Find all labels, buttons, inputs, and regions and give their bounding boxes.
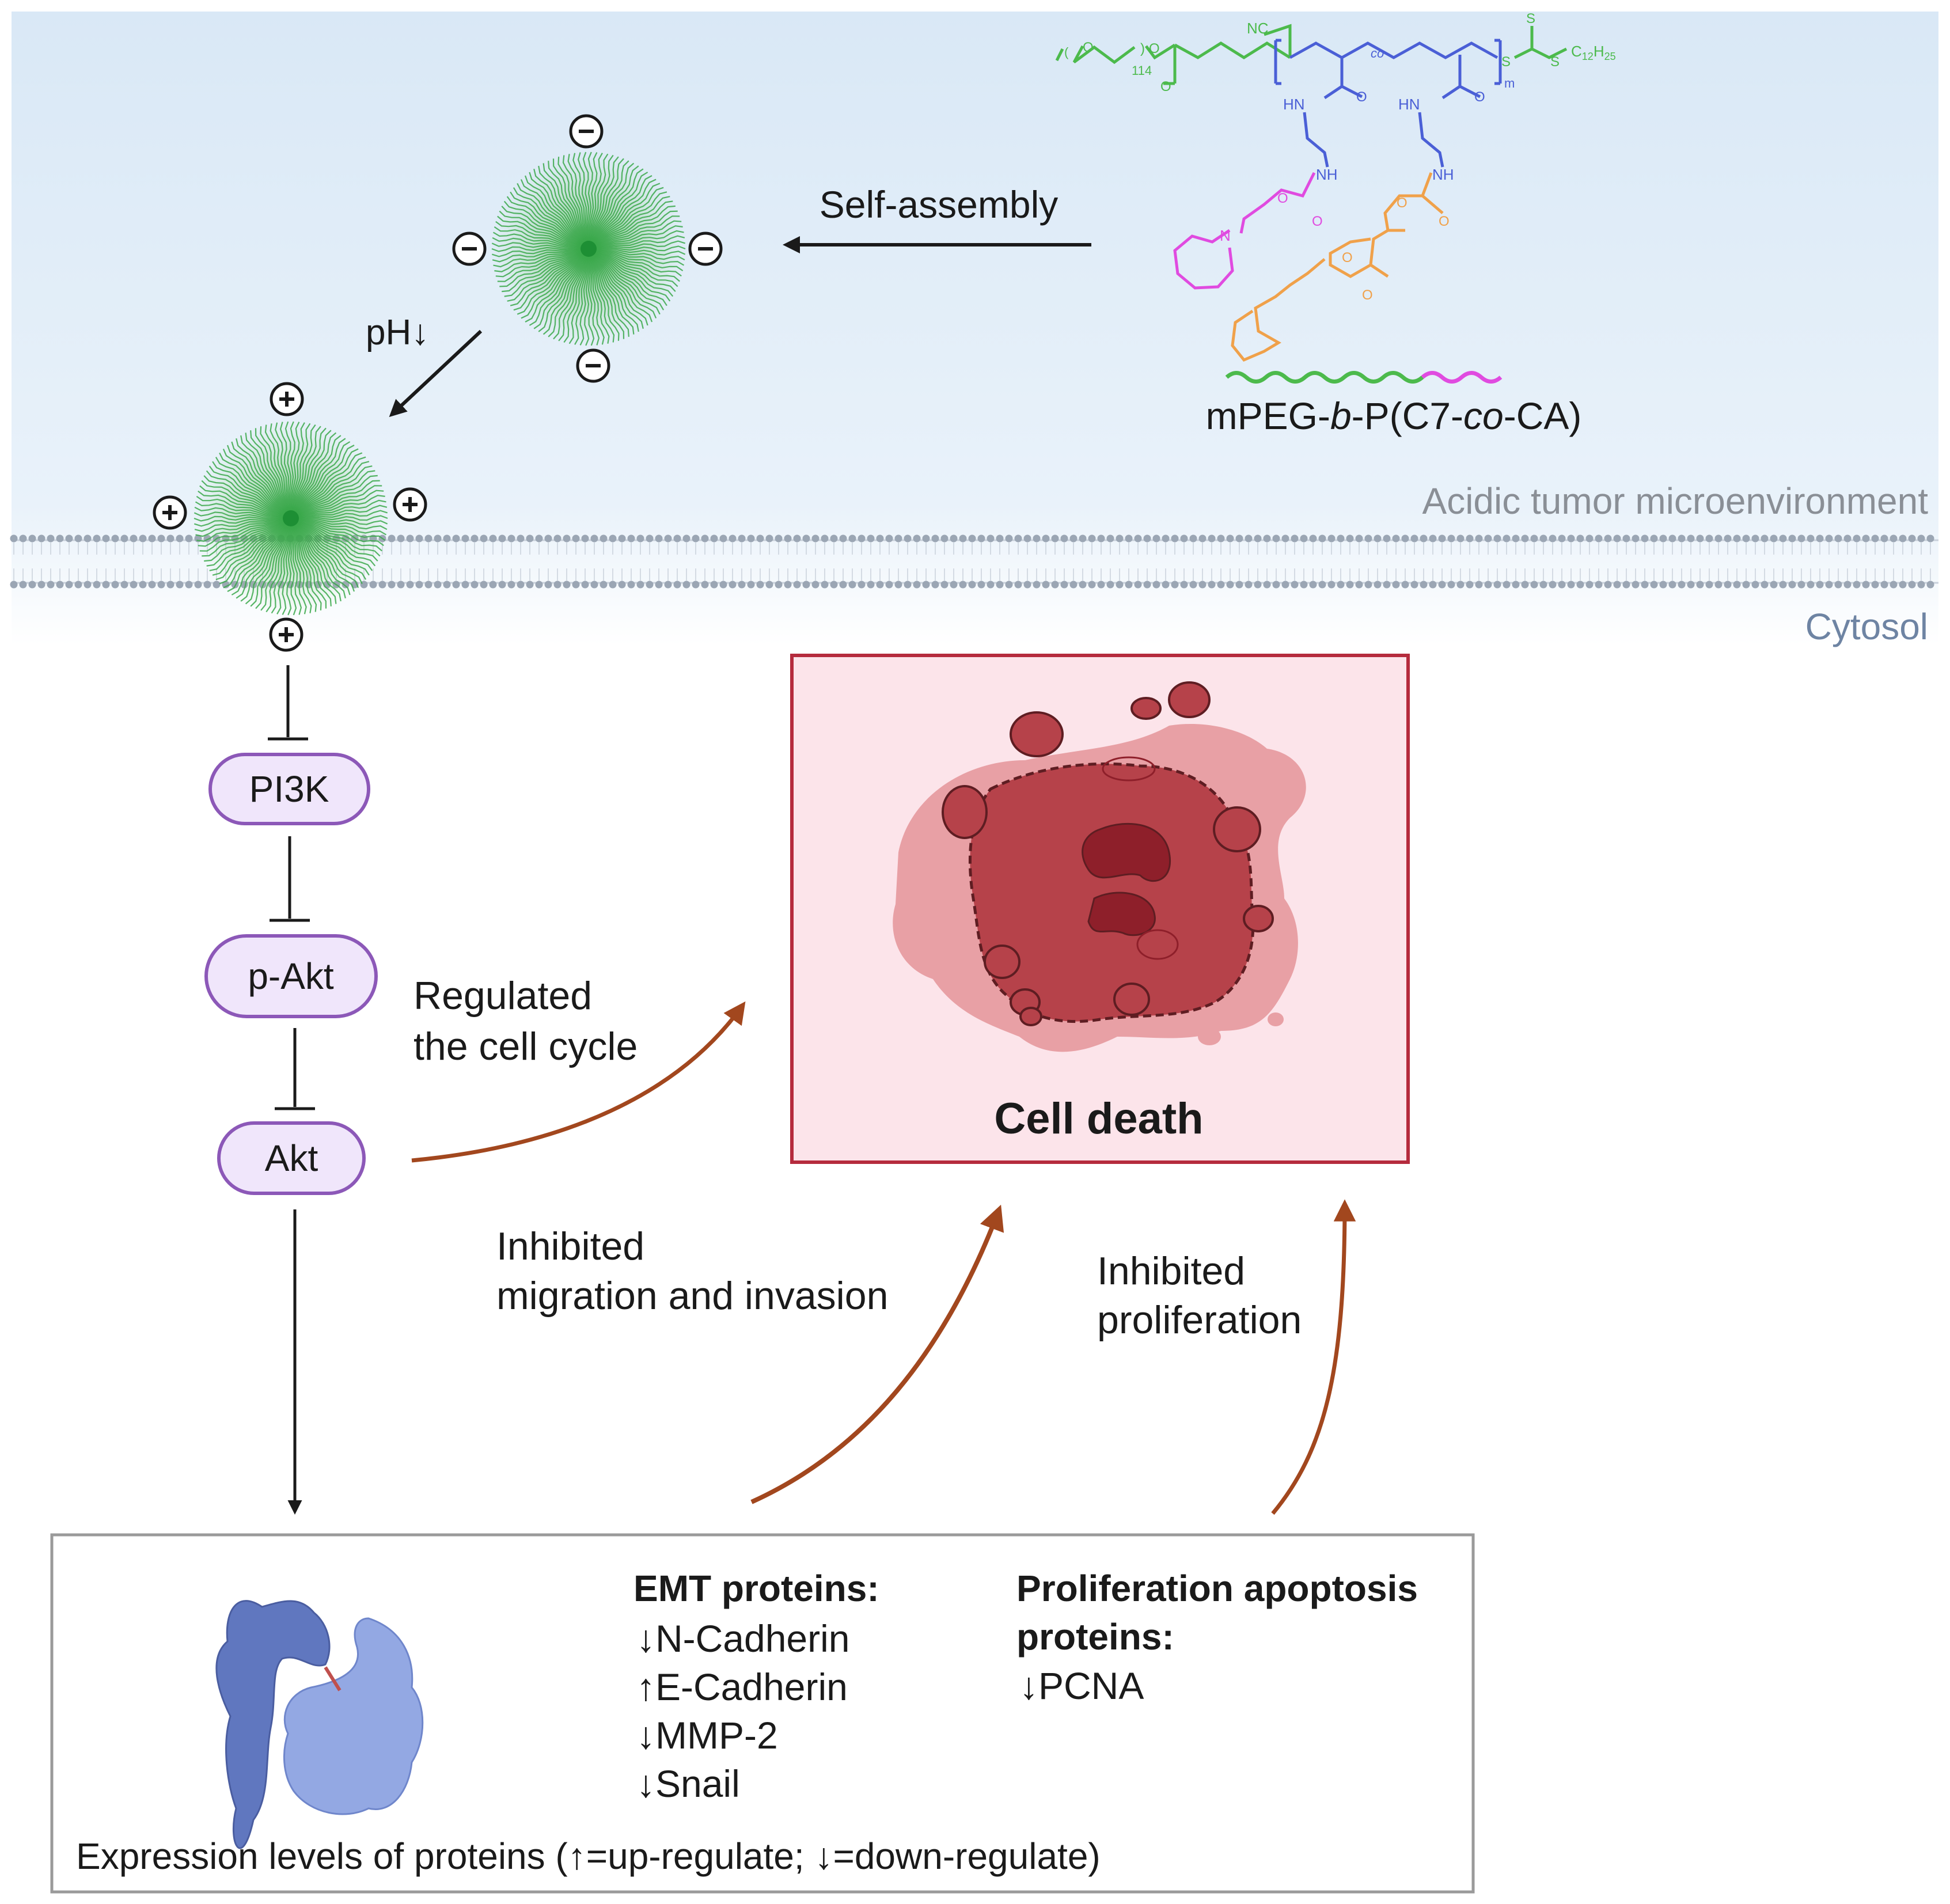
emt-proteins-title: EMT proteins: — [633, 1568, 879, 1609]
svg-text:S: S — [1526, 11, 1535, 26]
cell-death-label: Cell death — [994, 1094, 1203, 1143]
proliferation-protein-item: ↓PCNA — [1019, 1664, 1144, 1707]
self-assembly-label: Self-assembly — [820, 183, 1058, 226]
cell-death-panel: Cell death — [790, 654, 1410, 1164]
emt-protein-item: ↓MMP-2 — [636, 1714, 778, 1757]
pathway-node-p-akt: p-Akt — [204, 934, 378, 1018]
svg-text:O: O — [1439, 214, 1450, 229]
hydrophobic-block-wave — [1421, 371, 1503, 384]
svg-text:C12H25: C12H25 — [1571, 43, 1616, 62]
cytosol-label: Cytosol — [1805, 606, 1928, 647]
emt-protein-list: ↓N-Cadherin ↑E-Cadherin ↓MMP-2 ↓Snail — [636, 1617, 849, 1805]
dying-cell-illustration — [893, 681, 1306, 1052]
svg-text:co: co — [1371, 46, 1384, 60]
negative-charge-icon: − — [452, 232, 487, 266]
emt-protein-item: ↑E-Cadherin — [636, 1666, 848, 1708]
proliferation-title-line1: Proliferation apoptosis — [1016, 1568, 1418, 1609]
positive-charge-icon: + — [153, 495, 187, 530]
svg-text:O: O — [1149, 41, 1160, 56]
positively-charged-micelle — [194, 421, 388, 616]
surface-charges: − − − − + + + + — [153, 114, 723, 652]
negative-charge-icon: − — [688, 232, 723, 266]
proliferation-label-line2: proliferation — [1097, 1298, 1302, 1342]
svg-text:PI3K: PI3K — [249, 768, 329, 810]
cell-cycle-label-line2: the cell cycle — [413, 1025, 638, 1068]
svg-text:Akt: Akt — [265, 1137, 318, 1179]
svg-text:NH: NH — [1432, 166, 1454, 183]
proliferation-title-line2: proteins: — [1016, 1616, 1174, 1658]
proliferation-protein-list: ↓PCNA — [1019, 1664, 1144, 1707]
migration-label-line1: Inhibited — [496, 1224, 644, 1268]
migration-invasion-arrow — [750, 1204, 1004, 1504]
emt-protein-item: ↓Snail — [636, 1762, 740, 1805]
svg-text:O: O — [1356, 89, 1367, 105]
svg-text:S: S — [1550, 54, 1560, 70]
negative-charge-icon: − — [569, 114, 604, 149]
proliferation-arrow — [1271, 1199, 1356, 1515]
svg-text:O: O — [1362, 287, 1373, 303]
svg-text:O: O — [1083, 40, 1094, 55]
svg-text:NC: NC — [1247, 20, 1269, 37]
svg-text:O: O — [1312, 214, 1323, 229]
svg-text:(: ( — [1064, 45, 1069, 59]
expression-legend: Expression levels of proteins (↑=up-regu… — [76, 1835, 1101, 1877]
svg-text:O: O — [1474, 89, 1485, 105]
svg-text:S: S — [1501, 54, 1511, 70]
svg-text:O: O — [1342, 250, 1353, 266]
ph-drop-arrow — [389, 329, 483, 418]
proliferation-label-line1: Inhibited — [1097, 1249, 1245, 1293]
emt-protein-item: ↓N-Cadherin — [636, 1617, 849, 1660]
acidic-tumor-microenvironment-label: Acidic tumor microenvironment — [1422, 480, 1929, 522]
peg-block-wave — [1225, 371, 1424, 384]
svg-text:): ) — [1140, 41, 1145, 56]
svg-text:O: O — [1397, 195, 1408, 211]
svg-text:114: 114 — [1132, 63, 1152, 78]
migration-label-line2: migration and invasion — [496, 1274, 888, 1318]
signaling-pathway: PI3K p-Akt Akt — [204, 665, 378, 1515]
svg-text:NH: NH — [1316, 166, 1338, 183]
polymer-structure: ( O ) 114 O O NC co O O m HN HN — [1055, 11, 1616, 384]
polymer-name: mPEG-b-P(C7-co-CA) — [1206, 395, 1582, 437]
positive-charge-icon: + — [270, 382, 304, 416]
protein-expression-panel: EMT proteins: ↓N-Cadherin ↑E-Cadherin ↓MMP… — [50, 1533, 1475, 1894]
negative-charge-icon: − — [576, 348, 610, 383]
cell-cycle-arrow — [411, 1001, 746, 1163]
svg-text:m: m — [1504, 76, 1515, 90]
svg-text:HN: HN — [1283, 96, 1305, 113]
pathway-node-akt: Akt — [217, 1121, 366, 1195]
svg-text:O: O — [1277, 191, 1288, 206]
pathway-node-pi3k: PI3K — [208, 753, 370, 825]
svg-text:O: O — [1160, 79, 1171, 94]
positive-charge-icon: + — [393, 487, 427, 522]
positive-charge-icon: + — [269, 617, 303, 652]
ph-drop-label: pH↓ — [366, 313, 429, 352]
svg-text:p-Akt: p-Akt — [248, 955, 334, 997]
cell-cycle-label-line1: Regulated — [413, 974, 592, 1018]
svg-text:HN: HN — [1398, 96, 1420, 113]
protein-structure-illustration — [215, 1600, 424, 1849]
svg-text:N: N — [1220, 227, 1231, 244]
negatively-charged-micelle — [491, 151, 686, 346]
